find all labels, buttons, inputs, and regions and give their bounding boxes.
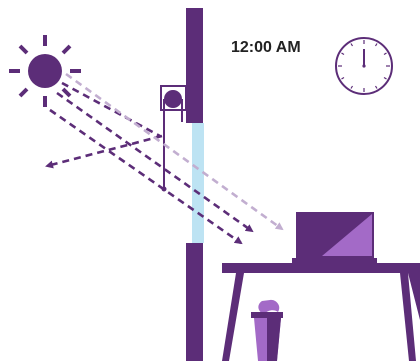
laptop-icon bbox=[292, 212, 377, 263]
pulley-icon bbox=[161, 86, 186, 192]
clock-icon bbox=[336, 38, 392, 94]
sun-icon bbox=[9, 35, 81, 107]
wall-upper bbox=[186, 8, 203, 123]
ray-bounce-back bbox=[47, 136, 162, 166]
wall-lower bbox=[186, 243, 203, 361]
ray-through-window-a bbox=[57, 93, 252, 231]
window-glass bbox=[192, 123, 204, 243]
time-label: 12:00 AM bbox=[231, 39, 301, 57]
trash-can-icon bbox=[251, 300, 283, 361]
ray-reflected-a bbox=[62, 83, 160, 136]
